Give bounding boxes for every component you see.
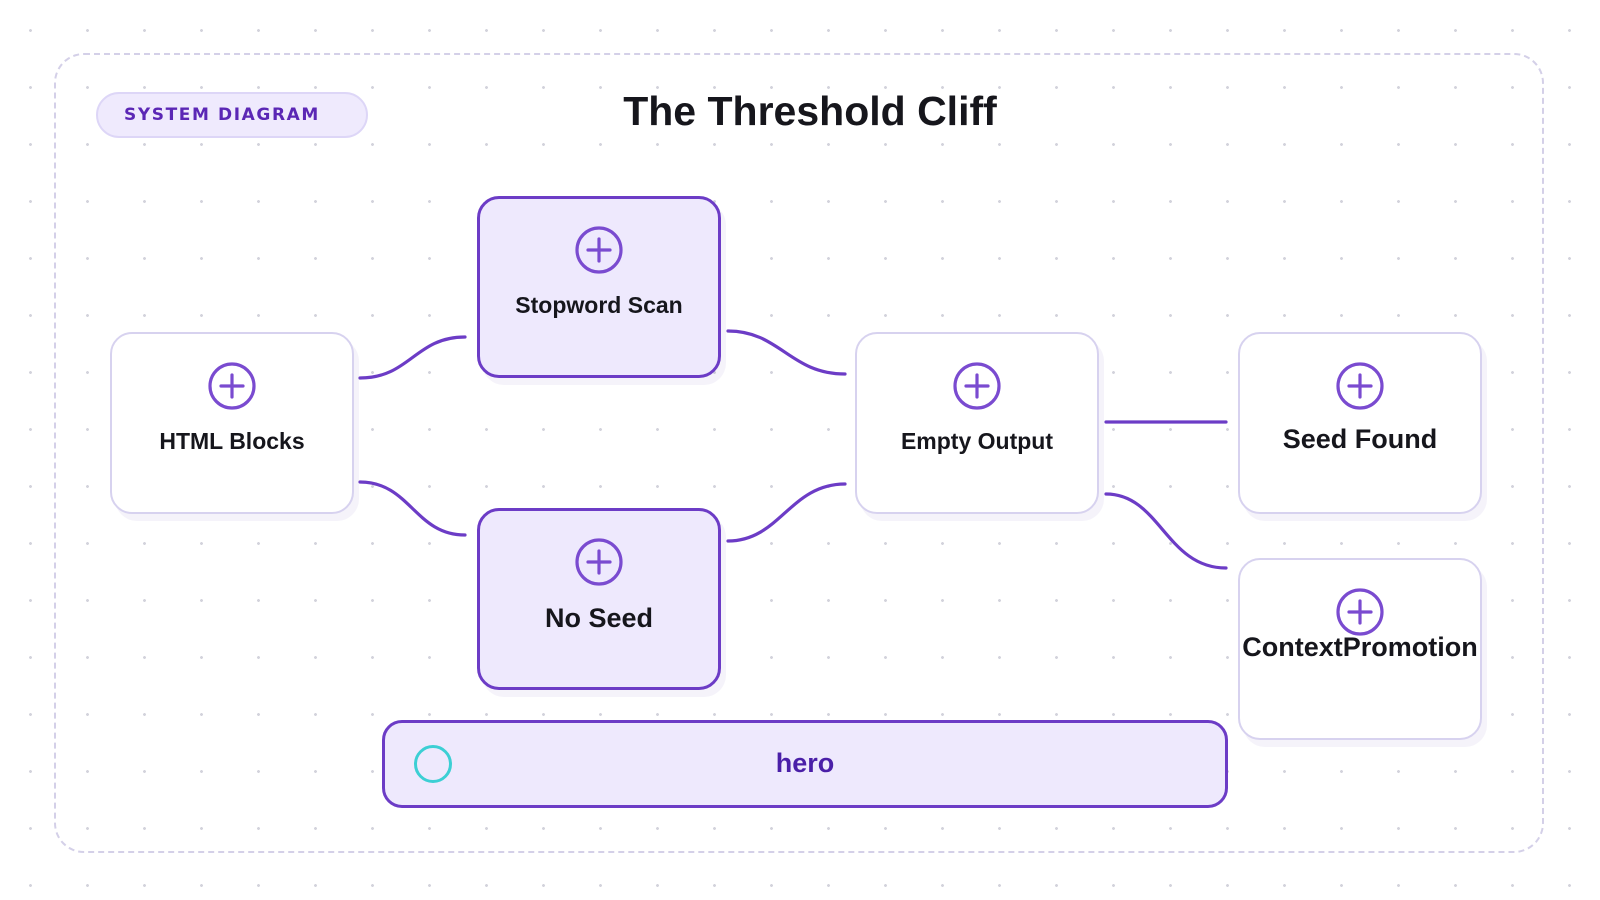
node-no-seed[interactable]: No Seed xyxy=(477,508,721,690)
node-label: Stopword Scan xyxy=(515,292,683,318)
node-empty-output[interactable]: Empty Output xyxy=(855,332,1099,514)
plus-circle-icon xyxy=(208,362,256,410)
diagram-frame xyxy=(54,53,1544,853)
plus-circle-icon xyxy=(575,226,623,274)
node-label: Seed Found xyxy=(1282,424,1438,454)
badge-label: SYSTEM DIAGRAM xyxy=(124,105,320,125)
edge-empty-output-to-context-promotion xyxy=(1104,492,1228,570)
node-label: HTML Blocks xyxy=(159,428,305,454)
node-html-blocks[interactable]: HTML Blocks xyxy=(110,332,354,514)
system-diagram-badge: SYSTEM DIAGRAM xyxy=(96,92,368,138)
plus-circle-icon xyxy=(953,362,1001,410)
node-stopword-scan[interactable]: Stopword Scan xyxy=(477,196,721,378)
node-label: ContextPromotion xyxy=(1242,632,1478,662)
edge-no-seed-to-empty-output xyxy=(726,482,847,543)
node-label: Empty Output xyxy=(900,428,1054,454)
hero-bar[interactable]: hero xyxy=(382,720,1228,808)
plus-circle-icon xyxy=(575,538,623,586)
edge-stopword-scan-to-empty-output xyxy=(726,329,847,376)
node-seed-found[interactable]: Seed Found xyxy=(1238,332,1482,514)
node-context-promotion[interactable]: ContextPromotion xyxy=(1238,558,1482,740)
edge-html-blocks-to-stopword-scan xyxy=(358,335,467,380)
node-label: No Seed xyxy=(544,603,654,633)
plus-circle-icon xyxy=(1336,362,1384,410)
diagram-title: The Threshold Cliff xyxy=(623,88,997,134)
plus-circle-icon xyxy=(1336,588,1384,636)
edge-html-blocks-to-no-seed xyxy=(358,480,467,537)
hero-label: hero xyxy=(775,748,835,778)
ring-icon xyxy=(414,745,452,783)
